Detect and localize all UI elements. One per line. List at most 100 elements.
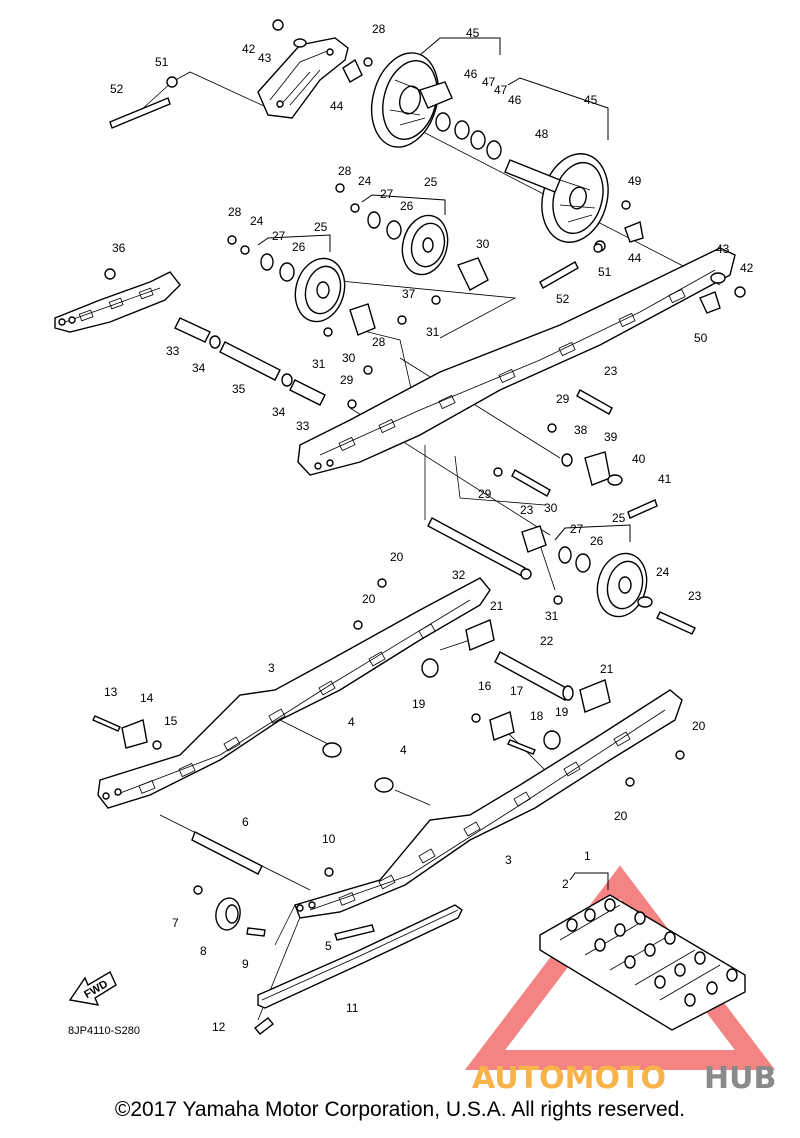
label-8: 8 [200, 944, 207, 958]
upper-rail-left [54, 271, 181, 333]
label-23-b: 23 [520, 503, 534, 517]
label-3-lower: 3 [505, 853, 512, 867]
label-52-b: 52 [556, 292, 570, 306]
label-17: 17 [510, 684, 524, 698]
label-34-a: 34 [192, 361, 206, 375]
label-21-lower: 21 [600, 662, 614, 676]
track [539, 894, 746, 1031]
shaft-22 [494, 651, 574, 701]
label-49: 49 [628, 174, 642, 188]
label-44-a: 44 [330, 99, 344, 113]
idler-wheel-upper [367, 211, 449, 276]
leader-brackets [257, 37, 631, 890]
label-24-b: 24 [250, 214, 264, 228]
label-15: 15 [164, 714, 178, 728]
bolts [92, 76, 696, 1035]
label-24-c: 24 [656, 565, 670, 579]
label-9: 9 [242, 957, 249, 971]
label-28-c: 28 [228, 205, 242, 219]
label-42-b: 42 [740, 261, 754, 275]
label-29-b: 29 [556, 392, 570, 406]
label-27-b: 27 [272, 229, 286, 243]
label-12: 12 [212, 1020, 226, 1034]
slide-rail-upper [97, 577, 491, 809]
label-5: 5 [325, 939, 332, 953]
label-10: 10 [322, 832, 336, 846]
label-21-upper: 21 [490, 599, 504, 613]
label-42-a: 42 [242, 42, 256, 56]
wheel-8 [215, 897, 241, 931]
label-30-b: 30 [342, 351, 356, 365]
label-37: 37 [402, 287, 416, 301]
label-13: 13 [104, 685, 118, 699]
axle-48 [504, 159, 561, 193]
label-26-c: 26 [590, 534, 604, 548]
shaft-32 [427, 517, 532, 580]
label-32: 32 [452, 568, 466, 582]
label-30-c: 30 [544, 501, 558, 515]
label-25-a: 25 [424, 175, 438, 189]
label-25-c: 25 [612, 511, 626, 525]
slide-rail-lower [294, 689, 683, 919]
wheel-bracket-30-left [349, 303, 376, 336]
label-28-a: 28 [372, 22, 386, 36]
upper-rail-right [297, 247, 736, 476]
label-38: 38 [574, 423, 588, 437]
label-25-b: 25 [314, 220, 328, 234]
label-22: 22 [540, 634, 554, 648]
bracket-44-upper [342, 58, 363, 83]
label-20-b: 20 [362, 592, 376, 606]
rear-wheel-left [370, 52, 453, 148]
label-27-c: 27 [570, 522, 584, 536]
label-43-b: 43 [716, 242, 730, 256]
label-31-b: 31 [312, 357, 326, 371]
label-45-b: 45 [584, 93, 598, 107]
bearings-46-47 [435, 112, 502, 160]
bracket-39 [584, 451, 611, 486]
blocks [121, 619, 611, 750]
label-43-a: 43 [258, 51, 272, 65]
label-36: 36 [112, 241, 126, 255]
shafts-33-35 [174, 317, 326, 406]
watermark-logo: AUTOMOTO HUB [472, 1061, 776, 1096]
label-33-b: 33 [296, 419, 310, 433]
label-24-a: 24 [358, 174, 372, 188]
label-51-a: 51 [155, 55, 169, 69]
label-4-lower: 4 [400, 743, 407, 757]
label-51-b: 51 [598, 265, 612, 279]
slide-runner [257, 904, 463, 1009]
fasteners [104, 19, 746, 895]
watermark-text-hub: HUB [704, 1061, 776, 1096]
wheel-bracket-30-upper [457, 257, 489, 291]
fwd-arrow-icon: FWD [68, 971, 117, 1006]
label-28-b: 28 [338, 164, 352, 178]
label-34-b: 34 [272, 405, 286, 419]
label-29-a: 29 [340, 373, 354, 387]
label-40: 40 [632, 452, 646, 466]
label-26-a: 26 [400, 199, 414, 213]
label-20-a: 20 [390, 550, 404, 564]
label-4-upper: 4 [348, 715, 355, 729]
label-14: 14 [140, 691, 154, 705]
label-27-a: 27 [380, 187, 394, 201]
label-23-c: 23 [688, 589, 702, 603]
block-50 [699, 291, 721, 314]
label-28-d: 28 [372, 335, 386, 349]
rear-wheel-right [541, 153, 609, 243]
label-46-b: 46 [508, 93, 522, 107]
label-45-a: 45 [466, 26, 480, 40]
label-44-b: 44 [628, 251, 642, 265]
label-16: 16 [478, 679, 492, 693]
copyright-notice: ©2017 Yamaha Motor Corporation, U.S.A. A… [114, 1098, 686, 1121]
label-23-a: 23 [604, 364, 618, 378]
diagram-code: 8JP4110-S280 [68, 1025, 140, 1037]
wheel-bracket-30-lower [521, 525, 547, 553]
shaft-6 [191, 831, 263, 875]
label-31-a: 31 [426, 325, 440, 339]
label-11: 11 [346, 1001, 359, 1015]
label-20-d: 20 [614, 809, 628, 823]
idler-wheel-lower [558, 546, 648, 618]
label-47-a: 47 [482, 75, 496, 89]
watermark-text-automoto: AUTOMOTO [472, 1061, 666, 1096]
